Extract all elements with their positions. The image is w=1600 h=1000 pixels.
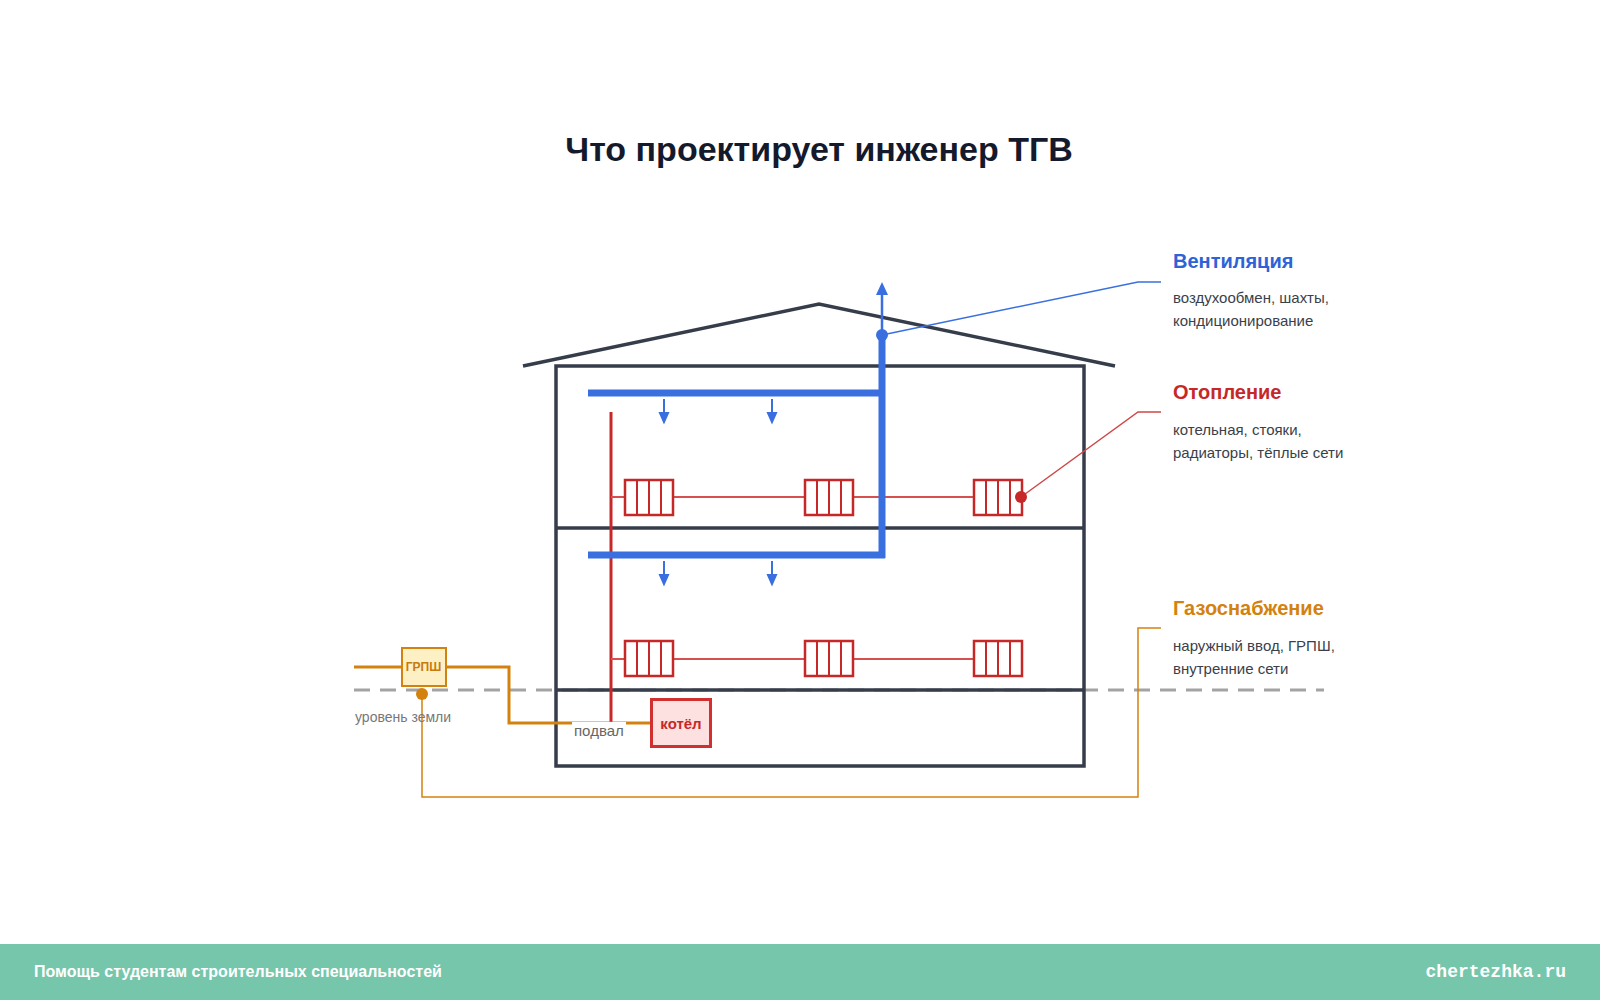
drawing-stroke: [556, 688, 1084, 692]
radiator-symbol: [805, 641, 853, 676]
radiator-symbol: [805, 480, 853, 515]
house-outline: [523, 304, 1115, 766]
boiler-box: котёл: [650, 698, 712, 748]
section-heading: Газоснабжение: [1173, 597, 1433, 620]
drawing-stroke: [660, 399, 776, 584]
node-text: ГРПШ: [406, 660, 442, 674]
drawing-stroke: [771, 399, 773, 414]
radiator-symbol: [625, 641, 673, 676]
drawing-stroke: [876, 282, 888, 295]
leader-line: [882, 282, 1161, 335]
leader-dot: [1015, 491, 1027, 503]
radiator-symbol: [974, 641, 1022, 676]
leader-dot: [416, 688, 428, 700]
drawing-stroke: [879, 335, 886, 558]
drawing-stroke: [881, 292, 884, 335]
drawing-stroke: [663, 561, 665, 576]
drawing-stroke: [610, 412, 613, 724]
drawing-stroke: [556, 366, 1084, 766]
leader-dot: [876, 329, 888, 341]
gas-pipe-line: [447, 667, 651, 723]
drawing-stroke: [768, 413, 776, 422]
drawing-stroke: [523, 304, 1115, 366]
node-text: котёл: [660, 715, 701, 732]
section-body: наружный ввод, ГРПШ, внутренние сети: [1173, 634, 1373, 680]
ground-label: уровень земли: [355, 709, 515, 725]
gas-pipe: [447, 667, 651, 723]
node-text: Помощь студентам строительных специально…: [34, 963, 442, 981]
footer-band: Помощь студентам строительных специально…: [0, 944, 1600, 1000]
drawing-stroke: [660, 413, 668, 422]
drawing-stroke: [663, 399, 665, 414]
drawing-stroke: [588, 552, 885, 559]
section-heading: Отопление: [1173, 381, 1433, 404]
gas-inlet: [354, 666, 404, 669]
room-label: подвал: [572, 722, 626, 739]
radiator-symbol: [625, 480, 673, 515]
radiator-symbol: [974, 480, 1022, 515]
drawing-stroke: [588, 390, 885, 397]
leader-line: [422, 628, 1161, 797]
drawing-stroke: [556, 526, 1084, 530]
ground-line: [354, 689, 1324, 692]
drawing-stroke: [768, 575, 776, 584]
drawing-stroke: [660, 575, 668, 584]
node-text-secondary: chertezhka.ru: [1426, 962, 1566, 982]
ventilation-system: [588, 282, 888, 584]
drawing-stroke: [771, 561, 773, 576]
diagram-title: Что проектирует инженер ТГВ: [319, 130, 1319, 169]
grpsh-box: ГРПШ: [401, 647, 447, 687]
section-heading: Вентиляция: [1173, 250, 1433, 273]
leader-line: [1021, 412, 1161, 497]
heating-system: [611, 412, 1022, 724]
section-body: котельная, стояки, радиаторы, тёплые сет…: [1173, 418, 1373, 464]
section-body: воздухообмен, шахты, кондиционирование: [1173, 286, 1373, 332]
